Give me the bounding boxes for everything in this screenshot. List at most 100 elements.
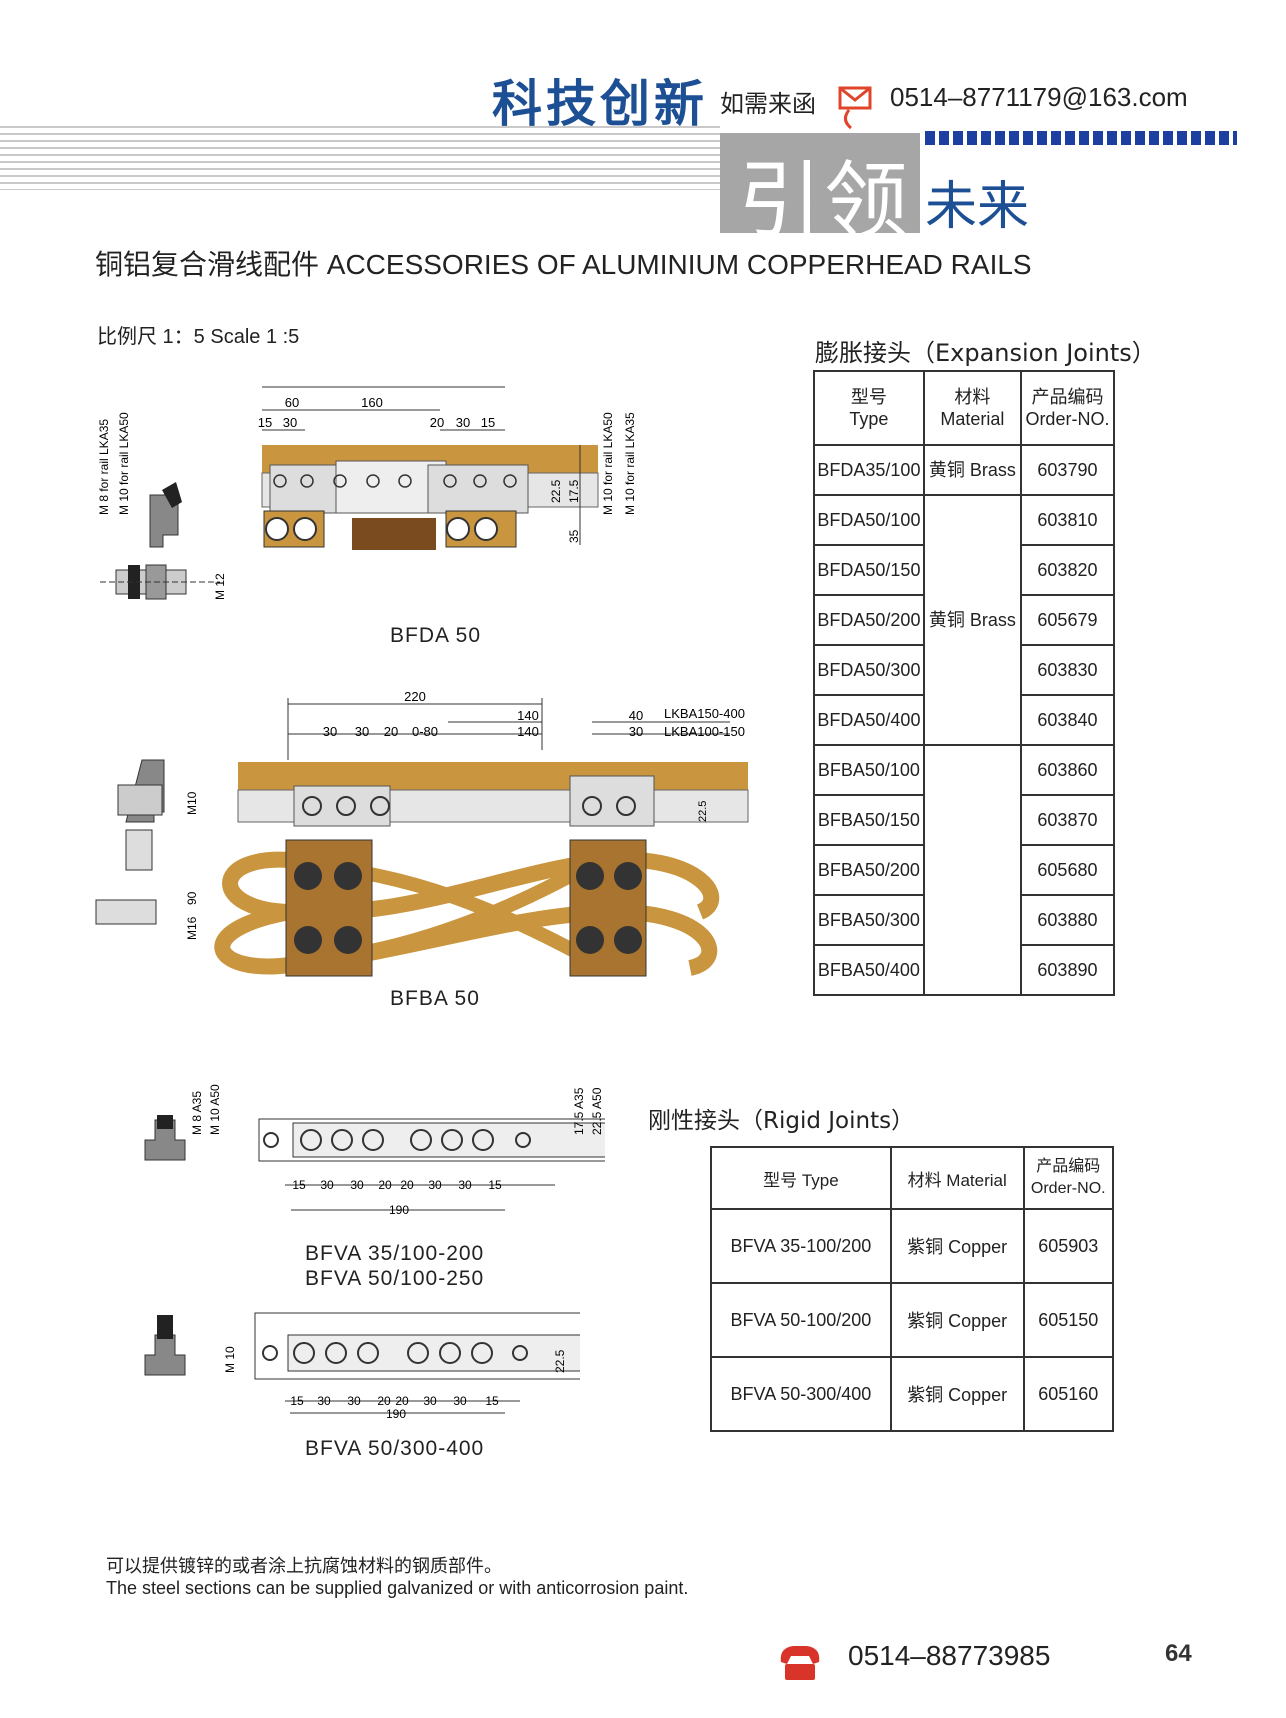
mail-icon — [838, 86, 872, 130]
bfba-label-1: LKBA150-400 — [664, 706, 745, 721]
page-title: 铜铝复合滑线配件 ACCESSORIES OF ALUMINIUM COPPER… — [95, 249, 1032, 280]
bfba-dim-30a: 30 — [323, 724, 337, 739]
bfva1-side-label-2: M 10 A50 — [208, 1084, 222, 1135]
bfda-dim-17-5: 17.5 — [567, 479, 581, 503]
bfda-right-label-2: M 10 for rail LKA35 — [623, 412, 637, 515]
footer-note-en: The steel sections can be supplied galva… — [106, 1578, 689, 1598]
svg-text:30: 30 — [350, 1178, 364, 1192]
bfba-dim-30: 30 — [629, 724, 643, 739]
slogan-main: 科技创新 — [492, 75, 708, 133]
footer-phone[interactable]: 0514–88773985 — [848, 1640, 1051, 1671]
bfda-dim-30b: 30 — [456, 415, 470, 430]
slogan-boxed: 引领 — [738, 152, 911, 250]
svg-text:30: 30 — [423, 1394, 437, 1408]
svg-text:15: 15 — [488, 1178, 502, 1192]
rigid-header-material: 材料 Material — [889, 1146, 1025, 1210]
svg-text:20: 20 — [378, 1178, 392, 1192]
header-dot-bar — [925, 131, 1237, 145]
bfva2-drawing: M 10 15 30 30 20 20 30 30 15 190 22.5 — [144, 1312, 580, 1420]
svg-text:20: 20 — [400, 1178, 414, 1192]
bfva2-total: 190 — [386, 1407, 406, 1420]
bfba-drawing: 220 140 140 40 30 30 30 20 0-80 LKBA150-… — [95, 690, 749, 977]
bfda-dim-160: 160 — [361, 395, 383, 410]
bfda-caption: BFDA 50 — [390, 624, 482, 647]
bfba-dim-M16: M16 — [185, 916, 199, 940]
bfba-dim-22-5: 22.5 — [697, 801, 709, 822]
bfva1-total: 190 — [389, 1203, 409, 1217]
bfda-dim-22-5: 22.5 — [549, 479, 563, 503]
bfda-side-label-3: M 12 — [213, 573, 227, 600]
bfda-dim-60: 60 — [285, 395, 299, 410]
header-stripes — [0, 126, 720, 190]
expansion-title: 膨胀接头（Expansion Joints） — [815, 339, 1156, 367]
bfda-side-label-2: M 10 for rail LKA50 — [117, 412, 131, 515]
slogan-tail: 未来 — [925, 177, 1030, 237]
bfba-dim-20: 20 — [384, 724, 398, 739]
bfba-dim-90: 90 — [185, 891, 199, 905]
bfba-dim-140a: 140 — [517, 708, 539, 723]
bfva2-side-label: M 10 — [223, 1346, 237, 1373]
rigid-header-type: 型号 Type — [710, 1146, 892, 1210]
bfba-dim-0-80: 0-80 — [412, 724, 438, 739]
svg-text:30: 30 — [317, 1394, 331, 1408]
bfva1-side-label-1: M 8 A35 — [190, 1091, 204, 1135]
svg-text:15: 15 — [292, 1178, 306, 1192]
bfda-dim-15a: 15 — [258, 415, 272, 430]
phone-icon — [780, 1646, 820, 1680]
exp-material-1: 黄铜 Brass — [922, 444, 1022, 496]
bfba-dim-M10: M10 — [185, 791, 199, 815]
bfba-dim-30b: 30 — [355, 724, 369, 739]
bfva1-drawing: M 8 A35 M 10 A50 15 30 30 20 20 30 30 15… — [144, 1084, 605, 1217]
bfda-dim-30a: 30 — [283, 415, 297, 430]
bfba-caption: BFBA 50 — [390, 987, 480, 1010]
bfba-dim-220: 220 — [404, 690, 426, 704]
svg-text:15: 15 — [485, 1394, 499, 1408]
bfva1-right-label-2: 22.5 A50 — [590, 1087, 604, 1135]
bfda-dim-65: 65 — [451, 385, 465, 388]
bfda-right-label-1: M 10 for rail LKA50 — [601, 412, 615, 515]
scale-label: 比例尺 1：5 Scale 1 :5 — [97, 326, 300, 348]
slogan-box — [720, 133, 920, 233]
bfva1-caption-1: BFVA 35/100-200 — [305, 1242, 485, 1265]
footer-note-cn: 可以提供镀锌的或者涂上抗腐蚀材料的钢质部件。 — [106, 1556, 502, 1576]
svg-text:30: 30 — [458, 1178, 472, 1192]
email-address[interactable]: 0514–8771179@163.com — [890, 82, 1188, 112]
bfda-dim-0-55: 0-55 — [409, 385, 435, 388]
bfda-dim-155: 155 — [327, 385, 349, 388]
svg-text:15: 15 — [290, 1394, 304, 1408]
footer-note: 可以提供镀锌的或者涂上抗腐蚀材料的钢质部件。 The steel section… — [106, 1555, 688, 1599]
bfba-dim-40: 40 — [629, 708, 643, 723]
bfva2-right-label: 22.5 — [553, 1349, 567, 1373]
bfba-label-2: LKBA100-150 — [664, 724, 745, 739]
svg-text:30: 30 — [320, 1178, 334, 1192]
exp-material-2: 黄铜 Brass — [922, 494, 1022, 746]
bfda-dim-35: 35 — [567, 529, 581, 543]
rigid-title: 刚性接头（Rigid Joints） — [648, 1108, 915, 1134]
bfda-drawing: M 8 for rail LKA35 M 10 for rail LKA50 M… — [97, 385, 637, 600]
bfda-dim-15b: 15 — [481, 415, 495, 430]
svg-text:30: 30 — [453, 1394, 467, 1408]
svg-text:30: 30 — [347, 1394, 361, 1408]
contact-label: 如需来函 — [720, 90, 816, 118]
bfva2-caption: BFVA 50/300-400 — [305, 1437, 485, 1460]
svg-text:20: 20 — [395, 1394, 409, 1408]
bfda-dim-20: 20 — [430, 415, 444, 430]
bfva1-caption-2: BFVA 50/100-250 — [305, 1267, 485, 1290]
